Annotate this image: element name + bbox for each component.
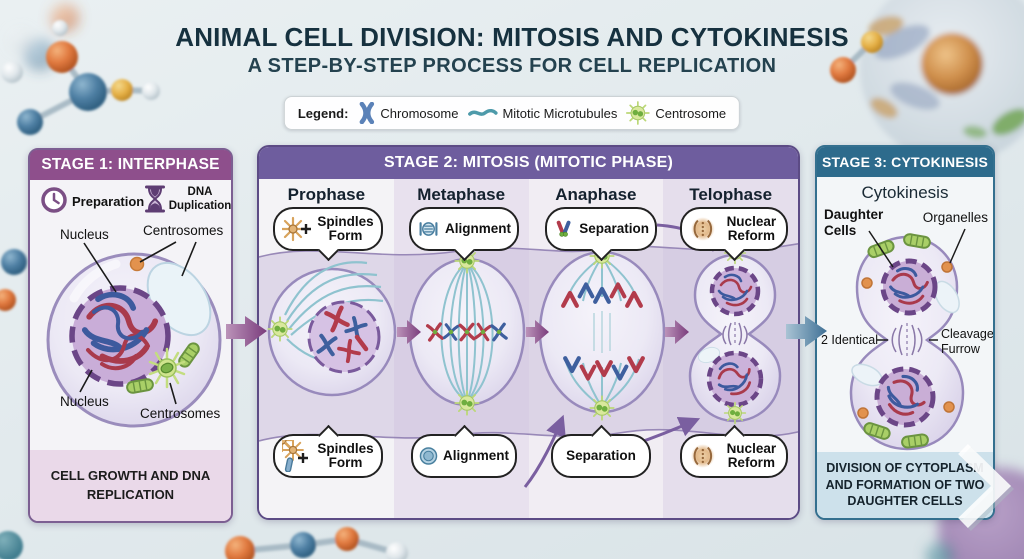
pointer-lines: [79, 241, 197, 405]
microtubules-icon: [467, 108, 498, 116]
stage2-panel: STAGE 2: MITOSIS (MITOTIC PHASE) Prophas…: [257, 145, 800, 520]
phase-name-metaphase: Metaphase: [417, 185, 506, 204]
metaphase-top-callout: Alignment: [409, 207, 519, 261]
anaphase-bottom-callout: Separation: [551, 424, 651, 478]
phase-name-telophase: Telophase: [689, 185, 773, 204]
callout-label: Spindles Form: [317, 213, 374, 243]
daughter-cells-label: Daughter Cells: [824, 207, 884, 238]
spindle-star-icon: [281, 216, 311, 242]
callout-label: Alignment: [443, 447, 509, 463]
background-molecules: [0, 20, 883, 559]
stage1-header: STAGE 1: INTERPHASE: [30, 150, 231, 180]
page-subtitle: A STEP-BY-STEP PROCESS FOR CELL REPLICAT…: [247, 55, 777, 77]
metaphase-bottom-callout: Alignment: [411, 424, 517, 478]
telophase-top-callout: Nuclear Reform: [680, 207, 788, 261]
stage3-footer: DIVISION OF CYTOPLASM AND FORMATION OF T…: [817, 452, 993, 518]
cleavage-furrow-label: Cleavage Furrow: [941, 327, 994, 356]
dna-duplication-label: DNA Duplication: [168, 186, 232, 212]
organelle-dots: [857, 261, 955, 419]
legend: Legend: Chromosome Mitotic Microtubules …: [283, 96, 741, 130]
nuclear-reform-icon: [690, 217, 715, 241]
centrosomes-top-label: Centrosomes: [143, 223, 224, 238]
centriole-dot: [129, 256, 145, 272]
prophase-cell: [267, 261, 397, 397]
phase-transition-arrows: [397, 320, 689, 344]
legend-item-centrosome: Centrosome: [626, 101, 726, 125]
hourglass-icon: [145, 185, 165, 213]
callout-label: Nuclear Reform: [726, 213, 777, 243]
clock-icon: [41, 187, 67, 213]
telophase-bottom-callout: Nuclear Reform: [680, 424, 788, 478]
nucleus-bottom-label: Nucleus: [60, 394, 109, 409]
two-identical-label: 2 Identical: [821, 333, 878, 347]
pointer-lines: [868, 228, 966, 341]
alignment-ring-icon: [419, 447, 438, 465]
next-chevron[interactable]: [950, 438, 1014, 534]
preparation-label: Preparation: [72, 194, 145, 209]
separation-v-icon: [556, 220, 571, 237]
prophase-bottom-callout: Spindles Form: [273, 424, 383, 478]
spindle-star-rod-icon: [281, 440, 308, 472]
callout-label: Separation: [566, 447, 636, 463]
alignment-plate-icon: [419, 222, 438, 236]
legend-label: Legend:: [297, 105, 349, 121]
cytokinesis-title: Cytokinesis: [861, 183, 949, 202]
callout-label: Spindles Form: [317, 440, 374, 470]
background-cell-illustration: [860, 0, 1024, 163]
legend-item-label: Mitotic Microtubules: [502, 105, 618, 121]
stage2-header: STAGE 2: MITOSIS (MITOTIC PHASE): [259, 147, 798, 179]
nucleus-top-label: Nucleus: [60, 227, 109, 242]
stage3-header: STAGE 3: CYTOKINESIS: [817, 147, 993, 177]
stage1-panel: STAGE 1: INTERPHASE Preparation DNA Dupl…: [28, 148, 233, 523]
prophase-top-callout: Spindles Form: [273, 207, 383, 261]
chromatin: [85, 295, 155, 371]
callout-label: Alignment: [445, 220, 511, 236]
stage1-to-stage2-arrow: [226, 316, 267, 347]
phase-name-prophase: Prophase: [287, 185, 366, 204]
chromosome-icon: [359, 102, 374, 124]
centrosome-icon: [626, 101, 651, 125]
callout-label: Separation: [579, 220, 649, 236]
stage1-footer: CELL GROWTH AND DNA REPLICATION: [30, 450, 231, 521]
nuclear-reform-icon: [690, 444, 715, 468]
page-title: ANIMAL CELL DIVISION: MITOSIS AND CYTOKI…: [175, 22, 849, 52]
spindle-band: [259, 243, 798, 441]
telophase-cell: [688, 241, 782, 425]
cytokinesis-cell-illustration: [849, 228, 966, 451]
legend-item-label: Chromosome: [380, 105, 459, 121]
legend-item-chromosome: Chromosome: [357, 102, 458, 124]
legend-item-label: Centrosome: [655, 105, 727, 121]
interphase-cell-illustration: [46, 241, 222, 428]
stage2-to-stage3-arrow: [786, 316, 827, 347]
stage3-panel: STAGE 3: CYTOKINESIS Cytokinesis Daughte…: [815, 145, 995, 520]
organelles-label: Organelles: [922, 210, 988, 225]
callout-label: Nuclear Reform: [726, 440, 777, 470]
anaphase-top-callout: Separation: [545, 207, 657, 261]
centrosomes-bottom-label: Centrosomes: [140, 406, 221, 421]
cleavage-furrow-lines: [891, 323, 923, 357]
legend-item-microtubules: Mitotic Microtubules: [467, 106, 617, 121]
phase-name-anaphase: Anaphase: [555, 185, 637, 204]
